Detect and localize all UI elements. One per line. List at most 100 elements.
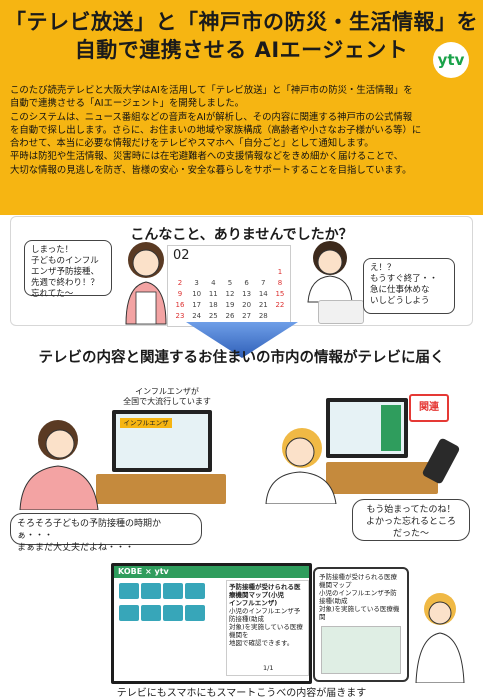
bubble-line: もう始まってたのね！ <box>366 505 456 515</box>
speech-bubble-right: え！？ もうすぐ終了・・ 急に仕事休めな いしどうしよう <box>363 258 455 314</box>
tv-cabinet-left <box>96 474 226 504</box>
intro-line: 大切な情報の見逃しを防ぎ、皆様の安心・安全な暮らしをサポートすることを目指してい… <box>10 164 412 176</box>
speech-bubble-left: しまった！ 子どものインフル エンザ予防接種、 先週で終わり！？ 忘れてた〜 <box>24 240 112 299</box>
intro-line: 合わせて、本当に必要な情報だけをテレビやスマホへ「自分ごと」として通知します。 <box>10 138 374 150</box>
calendar-day: 12 <box>225 290 235 298</box>
calendar-day: 4 <box>211 279 216 287</box>
bubble-line: よかった忘れるところ <box>365 517 456 527</box>
intro-line: このシステムは、ニュース番組などの音声をAIが解析し、その内容に関連する神戸市の… <box>10 111 413 123</box>
page-title: 「テレビ放送」と「神戸市の防災・生活情報」を 自動で連携させる AIエージェント <box>0 8 483 64</box>
calendar-week: 23 24 25 26 27 28 <box>173 312 287 323</box>
map-thumbnail[interactable] <box>321 626 401 674</box>
bubble-line: 急に仕事休めな <box>370 285 430 295</box>
bubble-line: そろそろ子どもの予防接種の時期かぁ・・・ <box>17 519 162 541</box>
tv-caption-line: 全国で大流行しています <box>123 397 211 406</box>
alert-badge: 関連 <box>409 394 449 422</box>
ytv-logo: ytv <box>433 42 469 78</box>
calendar-day: 27 <box>242 312 252 320</box>
app-tile[interactable] <box>163 583 183 599</box>
calendar-day: 6 <box>244 279 249 287</box>
panel-line: 地図で確認できます。 <box>229 639 294 647</box>
title-line-1: 「テレビ放送」と「神戸市の防災・生活情報」を <box>5 10 478 34</box>
info-panel: 予防接種が受けられる医療機関マップ(小児 インフルエンザ) 小児のインフルエンザ… <box>226 580 309 676</box>
app-tile[interactable] <box>119 583 139 599</box>
calendar-day <box>206 268 220 279</box>
bubble-line: 忘れてた〜 <box>31 289 74 299</box>
tv-caption: インフルエンザが 全国で大流行しています <box>112 387 222 407</box>
calendar-day: 24 <box>192 312 202 320</box>
bubble-line: いしどうしよう <box>370 296 430 306</box>
app-tile[interactable] <box>141 583 161 599</box>
phone-line: 対象)を実施している医療機関 <box>319 605 400 621</box>
intro-line: このたび読売テレビと大阪大学はAIを活用して「テレビ放送」と「神戸市の防災・生活… <box>10 85 413 96</box>
calendar-day: 13 <box>242 290 252 298</box>
calendar-day: 26 <box>225 312 235 320</box>
tv-side-panel <box>381 405 401 451</box>
phone-line: 予防接種が受けられる医療機関マップ <box>319 573 397 589</box>
calendar-day: 25 <box>208 312 218 320</box>
calendar-day: 19 <box>225 301 235 309</box>
app-tile[interactable] <box>185 605 205 621</box>
bubble-line: 先週で終わり！？ <box>31 278 100 288</box>
phone-line: 小児のインフルエンザ予防接種(助成 <box>319 589 397 605</box>
tv-cabinet-right <box>326 462 438 494</box>
tv-news-badge: インフルエンザ <box>120 418 172 428</box>
panel-line: 対象)を実施している医療機関を <box>229 623 303 639</box>
tv-left: インフルエンザ <box>112 410 212 472</box>
calendar-day: 16 <box>175 301 185 309</box>
calendar-day: 23 <box>175 312 185 320</box>
smartphone-screen: 予防接種が受けられる医療機関マップ 小児のインフルエンザ予防接種(助成 対象)を… <box>313 567 409 682</box>
calendar-day: 8 <box>277 279 283 287</box>
tv-caption-line: インフルエンザが <box>135 387 199 396</box>
bubble-line: え！？ <box>370 263 396 273</box>
calendar-day <box>240 268 254 279</box>
panel-page-indicator: 1/1 <box>263 664 274 672</box>
intro-line: を自動で探し出します。さらに、お住まいの地域や家族構成（高齢者や小さなお子様がい… <box>10 124 422 136</box>
app-tile[interactable] <box>185 583 205 599</box>
panel-line: インフルエンザ) <box>229 599 278 607</box>
tv-right-screen <box>330 402 404 454</box>
calendar-week: 1 <box>173 268 287 279</box>
calendar-day <box>190 268 204 279</box>
bubble-line: エンザ予防接種、 <box>31 267 100 277</box>
app-tile[interactable] <box>119 605 139 621</box>
down-arrow-icon <box>186 322 298 358</box>
title-line-2: 自動で連携させる AIエージェント <box>74 38 409 62</box>
worried-mother-illustration <box>125 242 167 325</box>
bubble-line: だった〜 <box>392 529 429 539</box>
bubble-line: しまった！ <box>31 245 74 255</box>
app-tile[interactable] <box>141 605 161 621</box>
calendar-day <box>223 268 237 279</box>
speech-bubble-bottom-left: そろそろ子どもの予防接種の時期かぁ・・・ まぁまだ大丈夫だよね・・・ <box>10 513 202 553</box>
relaxed-mother-illustration <box>19 420 99 510</box>
smartphone-user-illustration <box>415 593 465 683</box>
app-icon-grid <box>118 582 223 626</box>
calendar-day: 10 <box>192 290 202 298</box>
header-banner <box>0 0 483 215</box>
intro-text: このたび読売テレビと大阪大学はAIを活用して「テレビ放送」と「神戸市の防災・生活… <box>10 84 476 177</box>
screen-header: KOBE × ytv <box>114 566 309 578</box>
relieved-woman-illustration <box>265 428 337 504</box>
panel-line: 小児のインフルエンザ予防接種(助成 <box>229 607 301 623</box>
panel-line: 予防接種が受けられる医療機関マップ(小児 <box>229 583 301 599</box>
calendar-day: 5 <box>227 279 233 287</box>
calendar-day <box>256 268 270 279</box>
worried-woman-illustration <box>307 241 353 303</box>
calendar-day: 18 <box>208 301 218 309</box>
laptop-illustration <box>318 300 364 324</box>
tv-app-screen: KOBE × ytv 予防接種が受けられる医療機関マップ(小児 インフルエンザ)… <box>111 563 312 684</box>
bubble-line: まぁまだ大丈夫だよね・・・ <box>17 543 135 553</box>
logo-text: ytv <box>437 51 465 69</box>
calendar-day: 1 <box>277 268 283 276</box>
calendar-day: 28 <box>258 312 268 320</box>
remote-control-icon <box>421 437 461 485</box>
calendar-day: 20 <box>242 301 252 309</box>
calendar-day: 7 <box>261 279 266 287</box>
calendar-day: 3 <box>194 279 199 287</box>
bottom-caption: テレビにもスマホにもスマートこうべの内容が届きます <box>116 688 367 699</box>
app-tile[interactable] <box>163 605 183 621</box>
